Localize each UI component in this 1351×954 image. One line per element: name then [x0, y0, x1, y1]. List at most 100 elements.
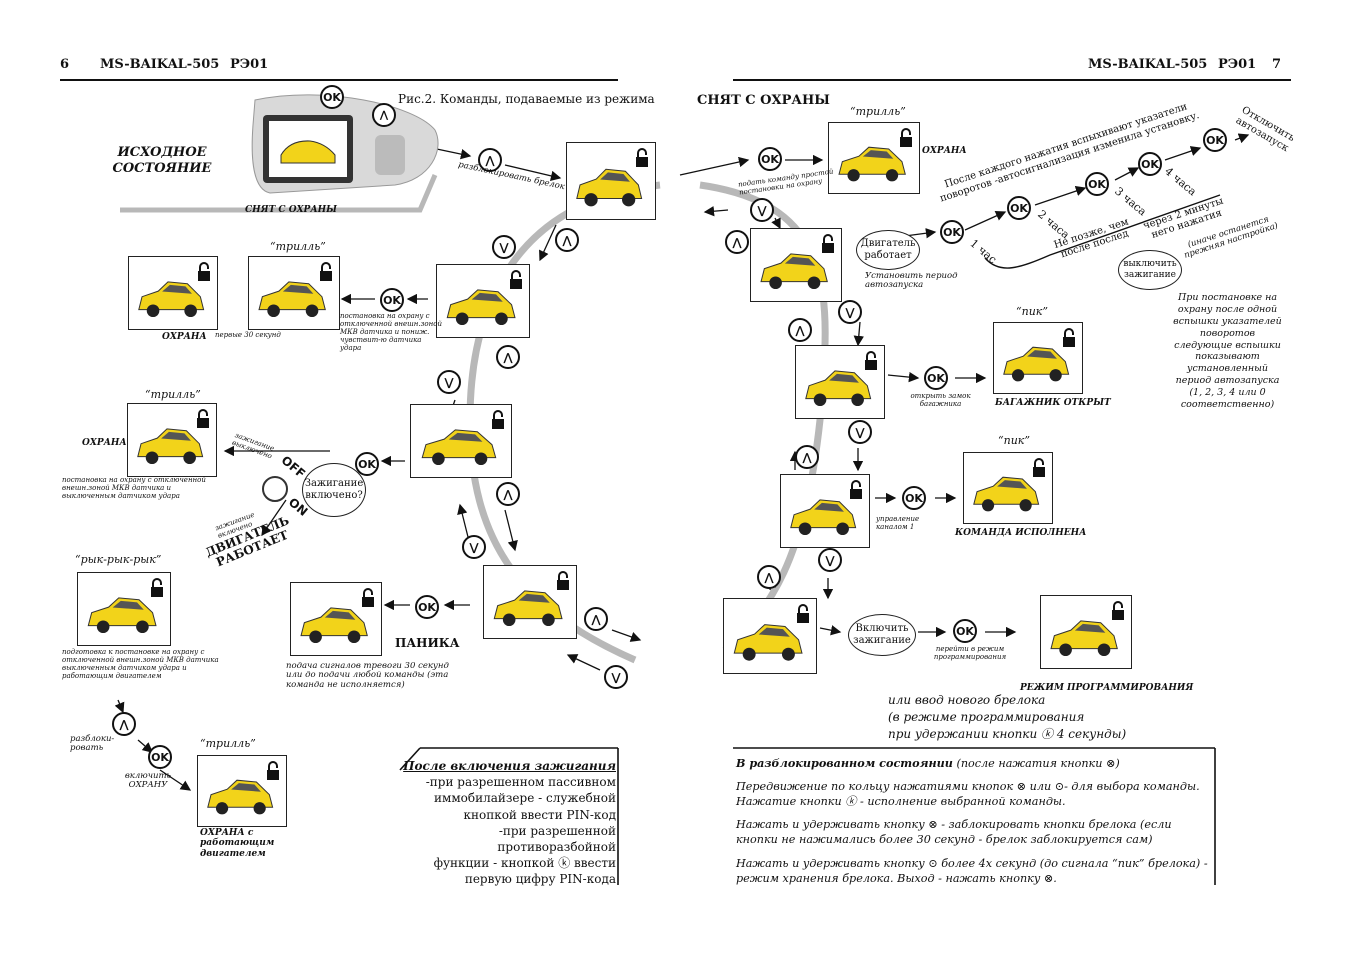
car-screen-right-trunk: [795, 345, 885, 419]
lock-icon: [797, 604, 809, 623]
right-ring-down-4[interactable]: ⋁: [818, 548, 842, 572]
arm-ok-button[interactable]: OK: [148, 745, 172, 769]
ignition-note-line-5: функции - кнопкой ⓚ ввести: [433, 856, 616, 871]
arm-on-label: включить ОХРАНУ: [124, 771, 172, 791]
trunk-open-label: БАГАЖНИК ОТКРЫТ: [995, 398, 1111, 408]
right-ring-up-3[interactable]: ⋀: [795, 445, 819, 469]
right-ring-up-4[interactable]: ⋀: [757, 565, 781, 589]
panic-label: ПАНИКА: [395, 636, 460, 650]
trill-label-2: “трилль”: [145, 388, 201, 401]
lock-icon: [510, 270, 522, 289]
ok-button-trunk[interactable]: OK: [924, 366, 948, 390]
lock-icon: [822, 234, 834, 253]
unlock-button-bottom[interactable]: ⋀: [112, 712, 136, 736]
lock-icon: [267, 761, 279, 780]
right-page-number: 7: [1272, 57, 1282, 72]
car-icon: [207, 761, 279, 815]
lock-icon: [1033, 458, 1045, 477]
ok-button-channel[interactable]: OK: [902, 486, 926, 510]
guard-label-1: ОХРАНА: [162, 332, 207, 342]
lock-icon: [1063, 328, 1075, 347]
car-icon: [258, 262, 332, 318]
car-icon: [1050, 601, 1124, 657]
right-ring-up-2[interactable]: ⋀: [788, 318, 812, 342]
left-page-number: 6: [60, 57, 70, 72]
ok-button-simple-arm[interactable]: OK: [758, 147, 782, 171]
new-fob-line-1: или ввод нового брелока: [888, 693, 1046, 707]
car-icon: [87, 578, 163, 634]
car-icon: [973, 458, 1045, 512]
lock-icon: [198, 262, 210, 281]
ignition-key-icon: [262, 476, 288, 502]
ignition-note-line-3: кнопкой ввести PIN-код: [463, 807, 616, 822]
channel1-label: управление каналом 1: [876, 515, 920, 532]
car-icon: [838, 128, 912, 182]
left-header-rule: [60, 79, 618, 81]
lock-icon: [557, 571, 569, 590]
unlocked-title-tail: (после нажатия кнопки ⊗): [952, 757, 1120, 770]
ring-up-1[interactable]: ⋀: [555, 228, 579, 252]
pik-label-2: “пик”: [998, 434, 1030, 447]
car-icon: [805, 351, 877, 407]
ring-down-3[interactable]: ⋁: [462, 535, 486, 559]
car-icon: [137, 409, 209, 465]
guard-label-2: ОХРАНА: [82, 438, 127, 448]
panic-desc: подача сигналов тревоги 30 секунд или до…: [286, 661, 449, 690]
car-icon: [138, 262, 210, 318]
lock-icon: [1112, 601, 1124, 620]
unlocked-state-notes: В разблокированном состоянии (после нажа…: [736, 756, 1211, 886]
ok-button-panic[interactable]: OK: [415, 595, 439, 619]
car-icon: [760, 234, 834, 290]
new-fob-line-2: (в режиме программирования: [888, 709, 1085, 724]
fob-ok-button[interactable]: OK: [320, 85, 344, 109]
lock-icon: [320, 262, 332, 281]
pik-label-1: “пик”: [1016, 305, 1048, 318]
ok-button-3h[interactable]: OK: [1085, 172, 1109, 196]
lock-icon: [492, 410, 504, 429]
ring-down-2[interactable]: ⋁: [437, 370, 461, 394]
ok-button-1h[interactable]: OK: [940, 220, 964, 244]
initial-state-label: ИСХОДНОЕ СОСТОЯНИЕ: [112, 145, 212, 176]
right-code: РЭ01: [1218, 57, 1257, 72]
unlocked-title: В разблокированном состоянии: [736, 756, 953, 770]
ryk-label: “рык-рык-рык”: [75, 553, 162, 566]
engine-runs-ellipse: Двигатель работает: [856, 230, 920, 270]
lock-icon: [636, 148, 648, 167]
turn-off-ign-ellipse: выключить зажигание: [1118, 250, 1182, 290]
set-period-label: Установить период автозапуска: [865, 271, 958, 291]
ok-button-2h[interactable]: OK: [1007, 196, 1031, 220]
ignition-note-line-1: -при разрешенном пассивном: [425, 775, 616, 790]
ring-up-2[interactable]: ⋀: [496, 345, 520, 369]
right-ring-up-1[interactable]: ⋀: [725, 230, 749, 254]
right-ring-down-2[interactable]: ⋁: [838, 300, 862, 324]
car-icon: [446, 270, 522, 326]
cmd-done-label: КОМАНДА ИСПОЛНЕНА: [955, 528, 1087, 538]
open-trunk-label: открыть замок багажника: [910, 392, 971, 409]
new-fob-note: или ввод нового брелока (в режиме програ…: [888, 692, 1126, 742]
unlock-up-button[interactable]: ⋀: [478, 148, 502, 172]
ring-up-3[interactable]: ⋀: [496, 482, 520, 506]
right-model: MS-BAIKAL-505: [1088, 57, 1208, 72]
unlocked-line-3: Нажать и удерживать кнопку ⊗ - заблокиро…: [736, 818, 1172, 832]
car-icon: [733, 604, 809, 661]
unlocked-line-2: Нажатие кнопки ⓚ - исполнение выбранной …: [736, 795, 1066, 809]
lock-icon: [850, 480, 862, 499]
ok-button-prog[interactable]: OK: [953, 619, 977, 643]
arm-disabled-label: постановка на охрану с отключенной внешн…: [62, 476, 206, 501]
right-ring-down-3[interactable]: ⋁: [848, 420, 872, 444]
unlocked-line-4: кнопки не нажимались более 30 секунд - б…: [736, 833, 1153, 847]
arm-reduced-label: постановка на охрану с отключенной внешн…: [340, 312, 442, 353]
new-fob-line-3: при удержании кнопки ⓚ 4 секунды): [888, 726, 1127, 741]
ring-down-4[interactable]: ⋁: [604, 665, 628, 689]
ring-up-4[interactable]: ⋀: [584, 607, 608, 631]
right-ring-down-1[interactable]: ⋁: [750, 198, 774, 222]
ring-down-1[interactable]: ⋁: [492, 235, 516, 259]
ok-button-4h[interactable]: OK: [1138, 152, 1162, 176]
lock-icon: [362, 588, 374, 607]
ok-button-disable[interactable]: OK: [1203, 128, 1227, 152]
fob-up-button[interactable]: ⋀: [372, 103, 396, 127]
right-header-rule: [733, 79, 1291, 81]
ok-button-ignition[interactable]: OK: [355, 452, 379, 476]
ok-button-reduced[interactable]: OK: [380, 288, 404, 312]
